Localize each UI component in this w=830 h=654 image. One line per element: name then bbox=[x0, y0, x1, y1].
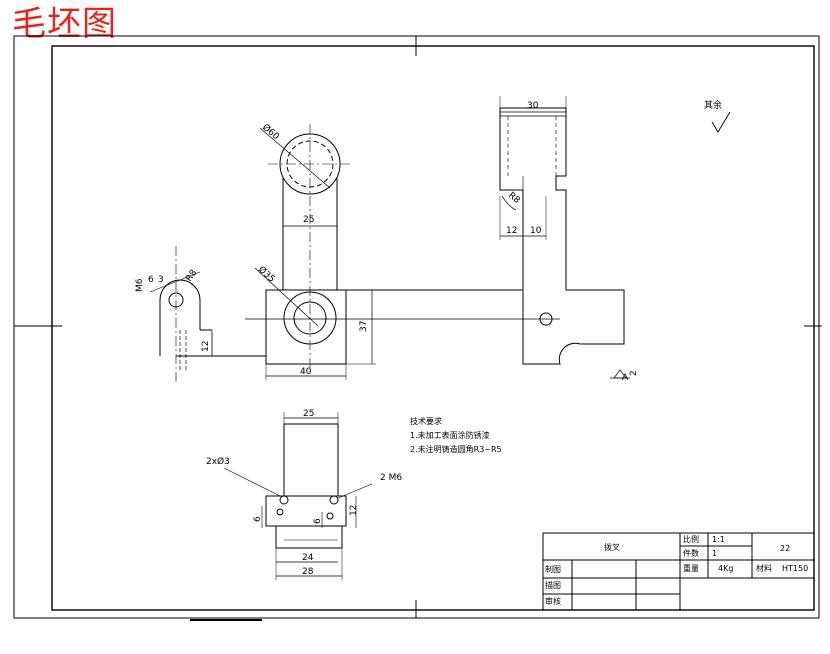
bottom-view bbox=[223, 412, 373, 580]
front-view bbox=[149, 96, 731, 384]
datum-num-label: 2 bbox=[629, 370, 639, 376]
tb-drawn-label: 制图 bbox=[545, 564, 561, 574]
tb-scale-value: 1:1 bbox=[712, 535, 725, 544]
dim-12-bottom: 12 bbox=[349, 505, 359, 516]
dim-37: 37 bbox=[359, 321, 369, 332]
center-boss-outer bbox=[283, 291, 337, 345]
tb-scale-label: 比例 bbox=[683, 534, 699, 544]
dim-dia-top: Ø60 bbox=[260, 122, 281, 143]
sheet-inner-frame bbox=[51, 45, 815, 611]
dim-hole-2x: 2xØ3 bbox=[206, 456, 230, 467]
notes-line-2: 2.未注明铸造圆角R3~R5 bbox=[410, 444, 502, 454]
surface-finish-label: 其余 bbox=[704, 99, 722, 111]
tb-qty-label: 件数 bbox=[683, 548, 699, 558]
dim-m6: M6 bbox=[135, 278, 145, 292]
center-boss-inner bbox=[293, 301, 327, 335]
datum-a-label: A bbox=[622, 373, 629, 383]
tb-review-label: 审核 bbox=[545, 596, 561, 606]
tb-weight-label: 重量 bbox=[683, 563, 699, 573]
title-block-grid bbox=[542, 532, 815, 611]
tb-qty-value: 1 bbox=[712, 549, 717, 558]
notes-line-1: 1.未加工表面涂防锈漆 bbox=[410, 430, 490, 440]
dim-hole-2m: 2 M6 bbox=[380, 473, 402, 483]
dim-28: 28 bbox=[302, 567, 314, 577]
centering-marks bbox=[14, 36, 822, 621]
dim-3: 3 bbox=[158, 275, 164, 285]
tb-part-name: 拨叉 bbox=[604, 542, 620, 552]
tb-drawing-no: 22 bbox=[780, 544, 790, 553]
dim-dia-center: Ø35 bbox=[256, 264, 277, 285]
dim-12-left: 12 bbox=[201, 341, 211, 352]
sheet-outer-border bbox=[13, 35, 820, 619]
dim-6a: 6 bbox=[148, 275, 154, 285]
base-block bbox=[265, 289, 347, 365]
dim-6b: 6 bbox=[253, 516, 263, 522]
page-title: 毛坯图 bbox=[12, 4, 117, 44]
tb-material-label: 材料 bbox=[756, 563, 772, 573]
dim-6c: 6 bbox=[313, 518, 323, 524]
dim-24: 24 bbox=[302, 553, 314, 563]
dim-width-25: 25 bbox=[303, 215, 314, 225]
tb-material-value: HT150 bbox=[782, 564, 808, 573]
dim-40: 40 bbox=[300, 367, 312, 377]
tb-weight-value: 4Kg bbox=[718, 564, 733, 573]
dim-10: 10 bbox=[530, 226, 542, 236]
dim-r-top: R8 bbox=[506, 191, 522, 207]
dim-12: 12 bbox=[506, 226, 517, 236]
notes-title: 技术要求 bbox=[410, 416, 442, 426]
dim-bottom-25: 25 bbox=[303, 409, 314, 419]
dim-top-width: 30 bbox=[527, 101, 539, 111]
tb-check-label: 描图 bbox=[545, 580, 561, 590]
